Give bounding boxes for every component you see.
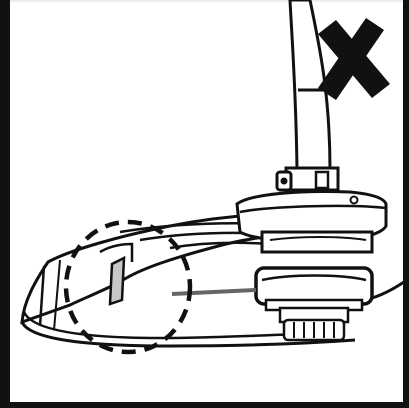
motor-housing [235,190,388,254]
incorrect-x-mark-icon [318,18,390,100]
right-border-bar [403,0,409,408]
clamp-collar [275,166,340,192]
trimmer-line [171,280,405,300]
highlight-dashed-circle [63,219,193,355]
left-border-bar [0,0,10,408]
bottom-border-bar [0,402,409,408]
spool-head [254,266,374,342]
